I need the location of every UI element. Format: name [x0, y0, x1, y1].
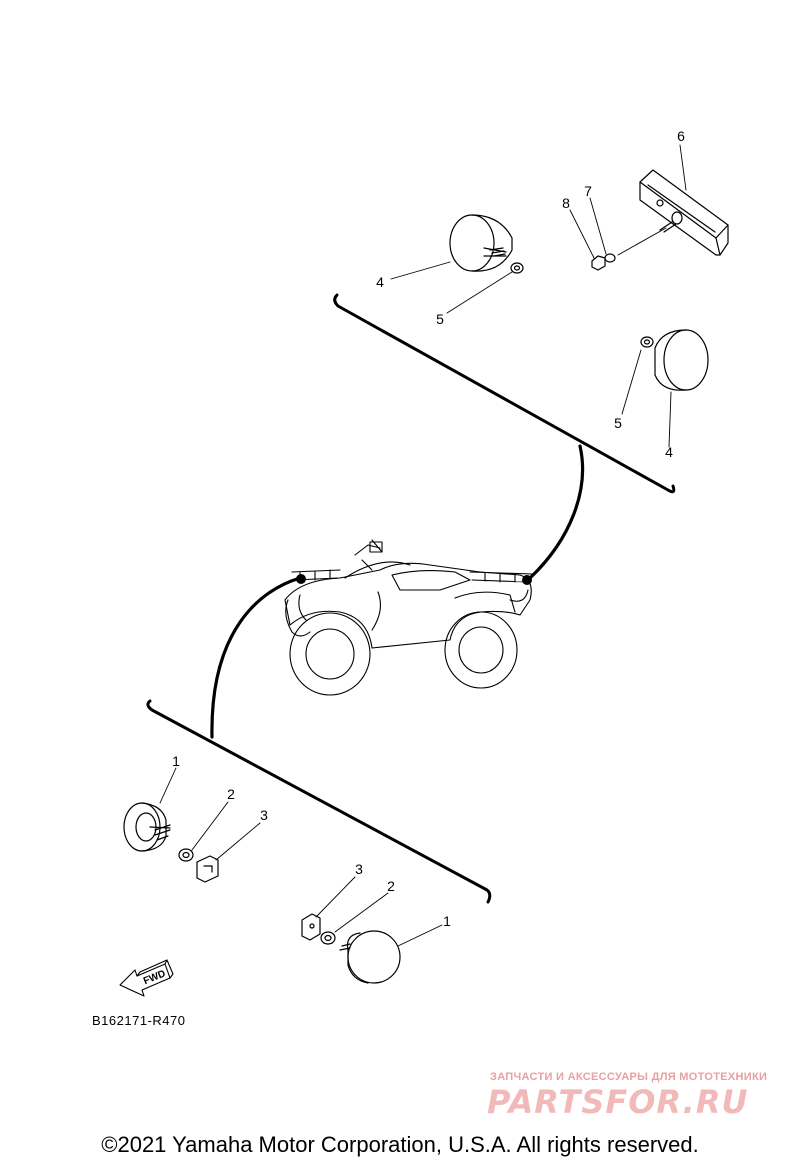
callout-rear-right-5: 5	[614, 415, 622, 431]
callout-plate-7: 7	[584, 183, 592, 199]
callout-lower-front-3: 3	[355, 861, 363, 877]
front-leader-line	[210, 576, 302, 739]
callout-rear-left-5: 5	[436, 311, 444, 327]
callout-upper-front-1: 1	[172, 753, 180, 769]
clip-front-upper	[196, 855, 219, 883]
reflector-plate	[639, 169, 729, 256]
reference-code: B162171-R470	[92, 1013, 186, 1028]
callout-upper-front-3: 3	[260, 807, 268, 823]
fwd-arrow-icon	[119, 959, 174, 997]
front-reflector-marker	[296, 574, 306, 584]
washer-front-upper	[178, 848, 194, 862]
atv-illustration	[284, 539, 533, 696]
callout-leaders	[159, 144, 687, 947]
watermark-tagline: ЗАПЧАСТИ И АКСЕССУАРЫ ДЛЯ МОТОТЕХНИКИ	[490, 1071, 768, 1083]
nut-rear-right	[640, 336, 654, 348]
washer-front-lower	[320, 931, 336, 945]
callout-plate-8: 8	[562, 195, 570, 211]
reflector-front-lower	[339, 930, 401, 984]
nut-8	[591, 255, 606, 271]
washer-7	[604, 253, 616, 263]
rear-bracket-bar	[333, 293, 676, 494]
callout-rear-right-4: 4	[665, 444, 673, 460]
front-bracket-bar	[146, 699, 492, 904]
callout-rear-left-4: 4	[376, 274, 384, 290]
callout-upper-front-2: 2	[227, 786, 235, 802]
callout-lower-front-2: 2	[387, 878, 395, 894]
callout-lower-front-1: 1	[443, 913, 451, 929]
reflector-rear-left	[449, 214, 513, 272]
copyright-notice: ©2021 Yamaha Motor Corporation, U.S.A. A…	[101, 1132, 699, 1157]
reflector-rear-right	[654, 329, 709, 391]
nut-rear-left	[510, 262, 524, 274]
callout-plate-6: 6	[677, 128, 685, 144]
rear-reflector-marker	[522, 575, 532, 585]
callout-numbers: 1 2 3 3 2 1 4 5 6 78 5 4	[172, 128, 685, 929]
reflector-front-upper	[123, 802, 171, 852]
rear-leader-line	[528, 444, 585, 580]
clip-front-lower	[301, 913, 321, 941]
watermark-logo: PARTSFOR.RU	[487, 1083, 749, 1121]
